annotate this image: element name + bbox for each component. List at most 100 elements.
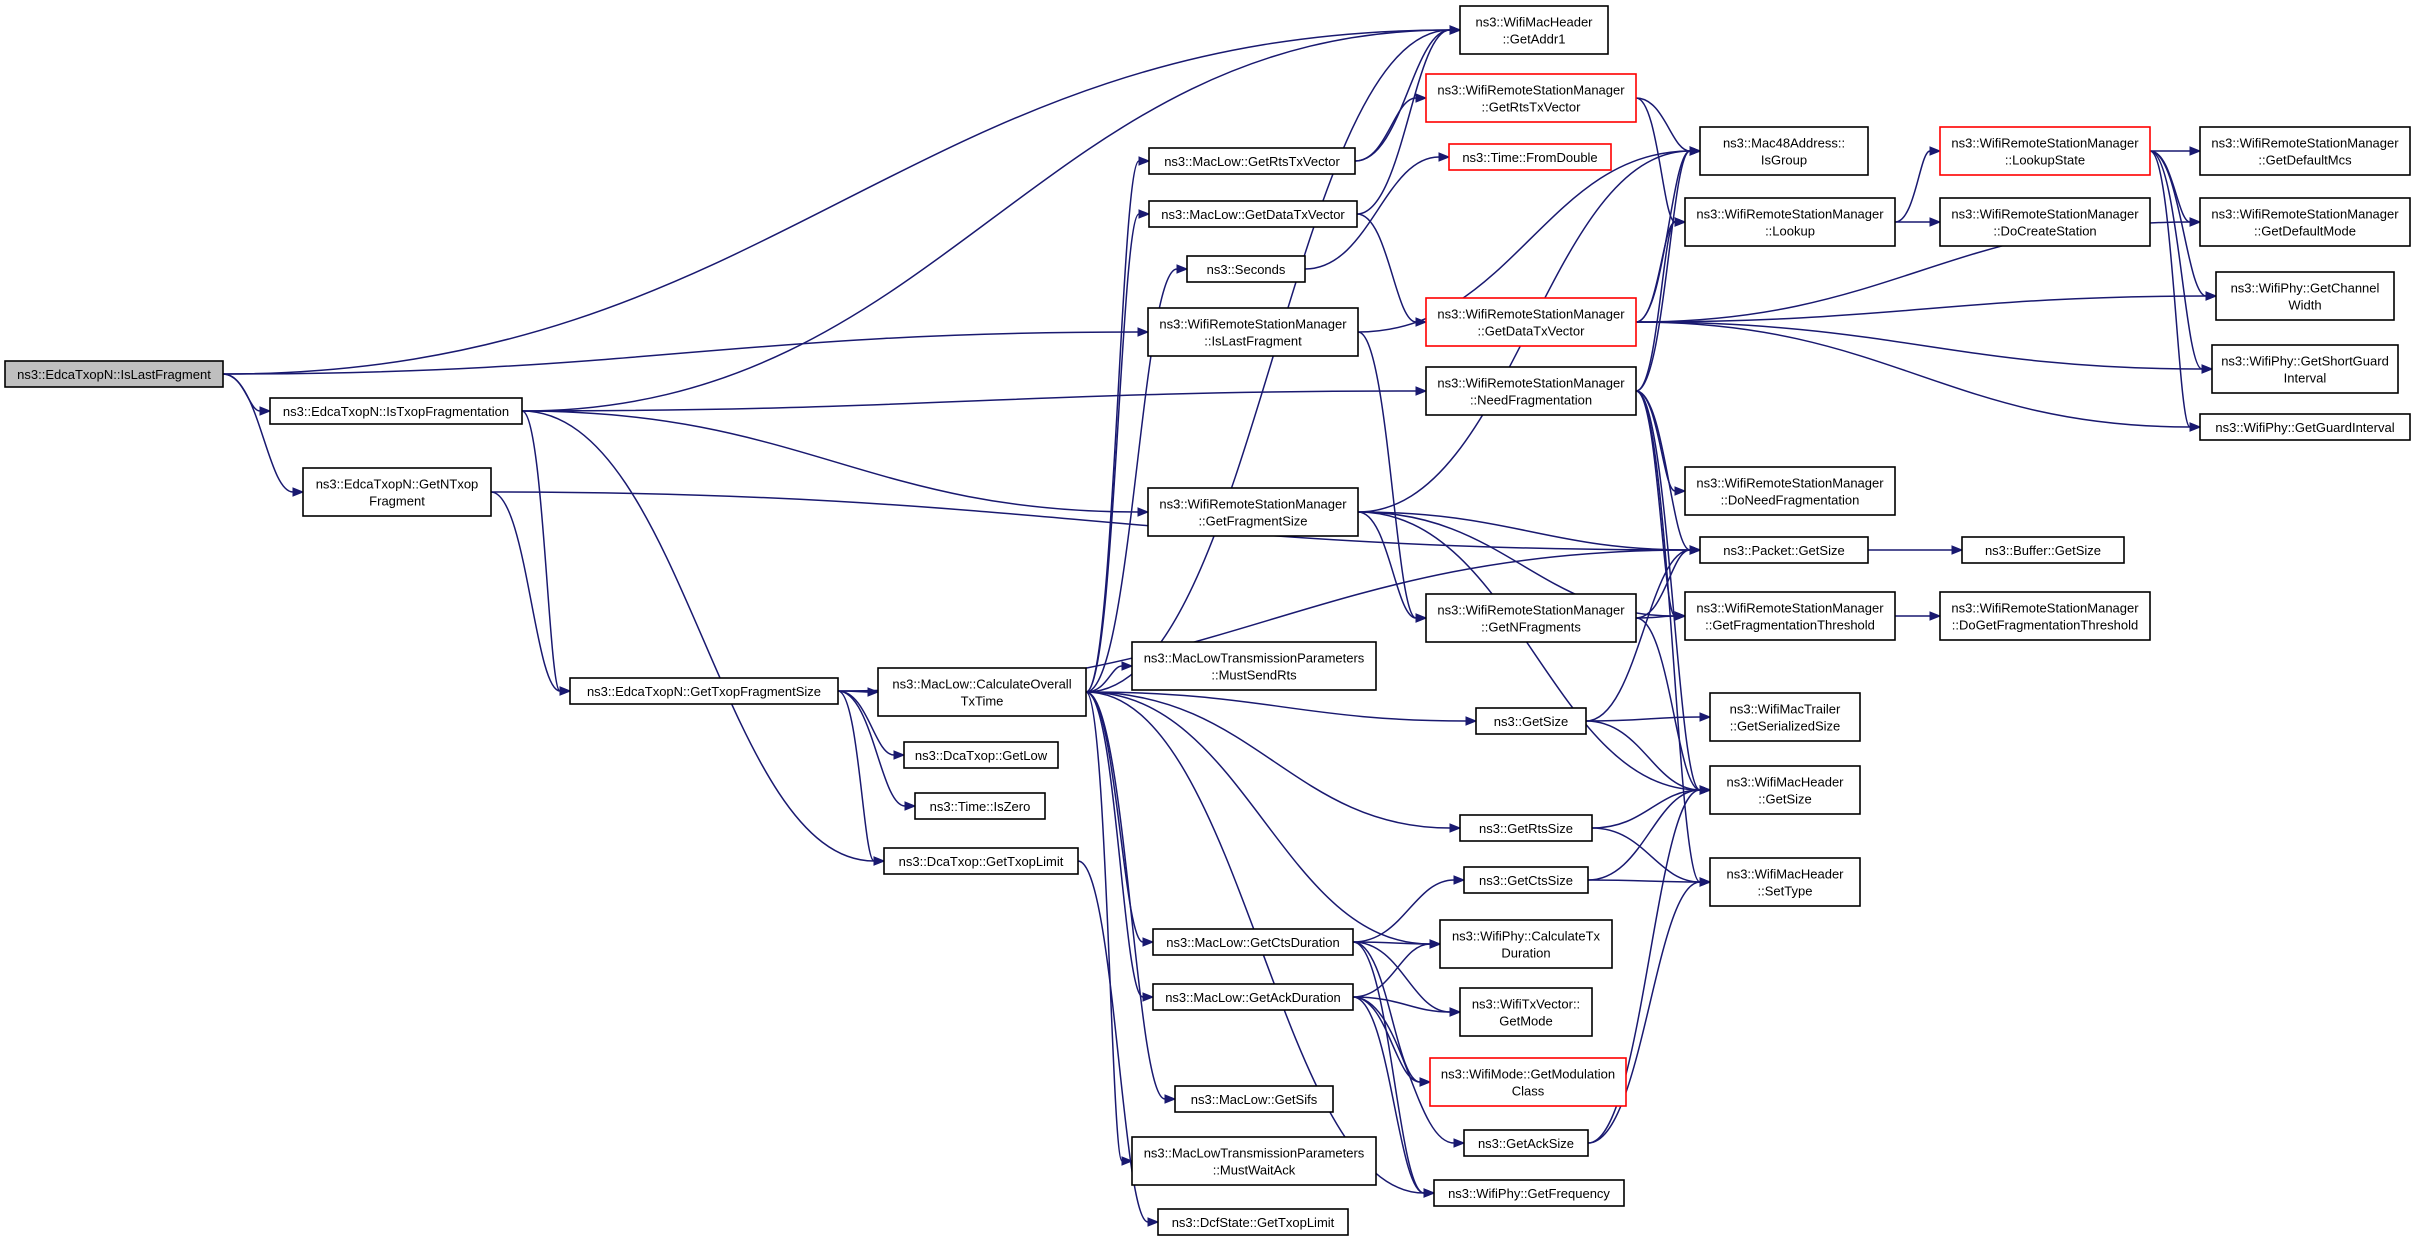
node-bufferGetSize[interactable]: ns3::Buffer::GetSize xyxy=(1961,536,2125,564)
node-phyGetGI[interactable]: ns3::WifiPhy::GetGuardInterval xyxy=(2199,413,2411,441)
node-wrsmLookup[interactable]: ns3::WifiRemoteStationManager::Lookup xyxy=(1684,197,1896,247)
node-label: ::MustWaitAck xyxy=(1213,1163,1296,1178)
edge-getRtsSize-to-wmhSetType xyxy=(1591,827,1701,883)
node-box xyxy=(1152,928,1354,956)
node-dcaGetTxopLimit[interactable]: ns3::DcaTxop::GetTxopLimit xyxy=(883,847,1079,875)
node-label: ns3::Seconds xyxy=(1207,262,1286,277)
node-wrsmNeedFrag[interactable]: ns3::WifiRemoteStationManager::NeedFragm… xyxy=(1425,366,1637,416)
node-txVecGetMode[interactable]: ns3::WifiTxVector::GetMode xyxy=(1459,987,1593,1037)
node-label: ns3::Mac48Address:: xyxy=(1723,136,1845,151)
edge-arrowhead xyxy=(1699,785,1712,795)
edge-wrsmLookupState-to-phyGetChannelWidth xyxy=(2149,150,2207,297)
node-wmhSetType[interactable]: ns3::WifiMacHeader::SetType xyxy=(1709,857,1861,907)
node-getAckSize[interactable]: ns3::GetAckSize xyxy=(1463,1129,1589,1157)
node-wrsmGetDefaultMode[interactable]: ns3::WifiRemoteStationManager::GetDefaul… xyxy=(2199,197,2411,247)
edge-macGetDataTxVector-to-wrsmGetDataTxVector xyxy=(1356,213,1417,323)
node-macGetSifs[interactable]: ns3::MacLow::GetSifs xyxy=(1174,1085,1334,1113)
edge-calcOverall-to-macGetRtsTxVector xyxy=(1085,160,1140,693)
node-getCtsSize[interactable]: ns3::GetCtsSize xyxy=(1463,866,1589,894)
node-label: ns3::WifiPhy::GetShortGuard xyxy=(2221,354,2389,369)
edge-macGetCtsDuration-to-txVecGetMode xyxy=(1352,941,1451,1013)
node-phyGetFrequency[interactable]: ns3::WifiPhy::GetFrequency xyxy=(1433,1179,1625,1207)
edge-calcOverall-to-macGetDataTxVector xyxy=(1085,213,1140,693)
edge-arrowhead xyxy=(1674,486,1687,496)
node-box xyxy=(1463,866,1589,894)
edge-seconds-to-timeFromDouble xyxy=(1304,156,1440,270)
node-wrsmIsLastFragment[interactable]: ns3::WifiRemoteStationManager::IsLastFra… xyxy=(1147,307,1359,357)
node-dcaGetLow[interactable]: ns3::DcaTxop::GetLow xyxy=(903,741,1059,769)
node-getRtsSize[interactable]: ns3::GetRtsSize xyxy=(1459,814,1593,842)
node-wrsmGetFragmentSize[interactable]: ns3::WifiRemoteStationManager::GetFragme… xyxy=(1147,487,1359,537)
node-isTxopFrag[interactable]: ns3::EdcaTxopN::IsTxopFragmentation xyxy=(269,397,523,425)
node-dcfGetTxopLimit[interactable]: ns3::DcfState::GetTxopLimit xyxy=(1157,1208,1349,1236)
node-box xyxy=(914,792,1046,820)
node-wrsmLookupState[interactable]: ns3::WifiRemoteStationManager::LookupSta… xyxy=(1939,126,2151,176)
node-mac48IsGroup[interactable]: ns3::Mac48Address::IsGroup xyxy=(1699,126,1869,176)
edge-arrowhead xyxy=(1674,217,1687,227)
node-wrsmGetNFragments[interactable]: ns3::WifiRemoteStationManager::GetNFragm… xyxy=(1425,593,1637,643)
node-box xyxy=(1939,591,2151,641)
node-mustSendRts[interactable]: ns3::MacLowTransmissionParameters::MustS… xyxy=(1131,641,1377,691)
edge-arrowhead xyxy=(1438,152,1451,162)
edge-arrowhead xyxy=(1138,209,1151,219)
node-box xyxy=(1186,255,1306,283)
node-wrsmDoGetFragThreshold[interactable]: ns3::WifiRemoteStationManager::DoGetFrag… xyxy=(1939,591,2151,641)
node-timeFromDouble[interactable]: ns3::Time::FromDouble xyxy=(1448,143,1612,171)
node-label: ns3::WifiRemoteStationManager xyxy=(2211,136,2399,151)
node-box xyxy=(1961,536,2125,564)
edge-arrowhead xyxy=(867,687,880,697)
edge-arrowhead xyxy=(1449,1007,1462,1017)
node-wmtGetSerSize[interactable]: ns3::WifiMacTrailer::GetSerializedSize xyxy=(1709,692,1861,742)
node-seconds[interactable]: ns3::Seconds xyxy=(1186,255,1306,283)
node-macGetDataTxVector[interactable]: ns3::MacLow::GetDataTxVector xyxy=(1148,200,1358,228)
node-macGetCtsDuration[interactable]: ns3::MacLow::GetCtsDuration xyxy=(1152,928,1354,956)
node-wrsmGetDataTxVector[interactable]: ns3::WifiRemoteStationManager::GetDataTx… xyxy=(1425,297,1637,347)
node-box xyxy=(1709,765,1861,815)
node-packetGetSize[interactable]: ns3::Packet::GetSize xyxy=(1699,536,1869,564)
node-label: Class xyxy=(1512,1084,1545,1099)
node-getSize[interactable]: ns3::GetSize xyxy=(1475,707,1587,735)
node-macGetAckDuration[interactable]: ns3::MacLow::GetAckDuration xyxy=(1152,983,1354,1011)
node-label: ns3::GetCtsSize xyxy=(1479,873,1573,888)
edge-arrowhead xyxy=(873,856,886,866)
node-root[interactable]: ns3::EdcaTxopN::IsLastFragment xyxy=(4,360,224,388)
node-wrsmDoNeedFrag[interactable]: ns3::WifiRemoteStationManager::DoNeedFra… xyxy=(1684,466,1896,516)
node-label: Interval xyxy=(2284,371,2327,386)
edge-wrsmNeedFrag-to-wmhGetSize xyxy=(1635,390,1701,791)
node-box xyxy=(1433,1179,1625,1207)
edge-wrsmLookupState-to-wrsmGetDefaultMode xyxy=(2149,150,2191,223)
edge-arrowhead xyxy=(2205,291,2218,301)
node-wrsmGetFragThreshold[interactable]: ns3::WifiRemoteStationManager::GetFragme… xyxy=(1684,591,1896,641)
node-label: ns3::WifiRemoteStationManager xyxy=(1696,207,1884,222)
edge-arrowhead xyxy=(1137,327,1150,337)
node-label: ::GetSerializedSize xyxy=(1730,719,1841,734)
node-label: ::GetDefaultMcs xyxy=(2258,153,2352,168)
node-wrsmDoCreateStation[interactable]: ns3::WifiRemoteStationManager::DoCreateS… xyxy=(1939,197,2151,247)
node-mustWaitAck[interactable]: ns3::MacLowTransmissionParameters::MustW… xyxy=(1131,1136,1377,1186)
node-label: ::NeedFragmentation xyxy=(1470,393,1592,408)
node-label: ns3::EdcaTxopN::GetNTxop xyxy=(316,477,479,492)
node-macGetRtsTxVector[interactable]: ns3::MacLow::GetRtsTxVector xyxy=(1148,147,1356,175)
node-label: ::GetNFragments xyxy=(1481,620,1581,635)
node-wmhGetAddr1[interactable]: ns3::WifiMacHeader::GetAddr1 xyxy=(1459,5,1609,55)
node-label: ns3::WifiRemoteStationManager xyxy=(1696,476,1884,491)
node-box xyxy=(269,397,523,425)
node-timeIsZero[interactable]: ns3::Time::IsZero xyxy=(914,792,1046,820)
node-wrsmGetDefaultMcs[interactable]: ns3::WifiRemoteStationManager::GetDefaul… xyxy=(2199,126,2411,176)
node-box xyxy=(1475,707,1587,735)
node-getTxopFragSize[interactable]: ns3::EdcaTxopN::GetTxopFragmentSize xyxy=(569,677,839,705)
node-box xyxy=(1425,366,1637,416)
edge-wrsmGetNFragments-to-wmhGetSize xyxy=(1635,617,1701,791)
edge-getAckSize-to-wmhSetType xyxy=(1587,881,1701,1144)
edge-arrowhead xyxy=(1429,939,1442,949)
node-label: ns3::Buffer::GetSize xyxy=(1985,543,2101,558)
node-wmhGetSize[interactable]: ns3::WifiMacHeader::GetSize xyxy=(1709,765,1861,815)
node-wrsmGetRtsTxVector[interactable]: ns3::WifiRemoteStationManager::GetRtsTxV… xyxy=(1425,73,1637,123)
node-label: ns3::WifiPhy::CalculateTx xyxy=(1452,929,1601,944)
